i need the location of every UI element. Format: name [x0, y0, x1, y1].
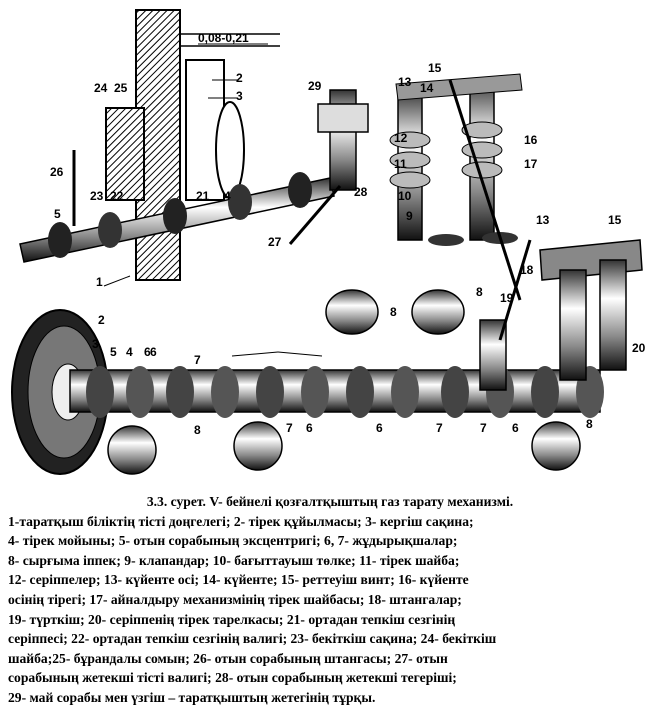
label: 25	[114, 81, 128, 95]
label: 4	[126, 345, 133, 359]
part-number-labels: 29 13 15 14 12 16 11 17 10 9 13 15 18 19…	[50, 61, 646, 437]
label: 8	[390, 305, 397, 319]
caption-line: 4- тірек мойыны; 5- отын сорабының эксце…	[8, 533, 458, 549]
label: 7	[194, 353, 201, 367]
oil-pump-drive	[288, 89, 369, 245]
label: 15	[428, 61, 442, 75]
caption-line: сорабының жетекші тісті валигі; 28- отын…	[8, 670, 457, 686]
label: 15	[608, 213, 622, 227]
label: 11	[394, 157, 407, 171]
label: 3	[236, 89, 243, 103]
label: 20	[632, 341, 646, 355]
label: 14	[420, 81, 434, 95]
mechanism-illustration: 0,08-0,21 29 13 15 14 12 16 11 17 10 9 1…	[11, 9, 646, 475]
label: 6	[376, 421, 383, 435]
label: 22	[110, 189, 124, 203]
label: 21	[196, 189, 210, 203]
label: 23	[90, 189, 104, 203]
caption-line: шайба;25- бұрандалы сомын; 26- отын сора…	[8, 650, 448, 666]
caption-line: 1-таратқыш біліктің тісті доңгелегі; 2- …	[8, 513, 474, 529]
caption-line: осінің тірегі; 17- айналдыру механизміні…	[8, 591, 462, 607]
leader-lines	[103, 43, 323, 357]
label: 2	[236, 71, 243, 85]
bushings	[107, 289, 581, 475]
label: 16	[524, 133, 538, 147]
caption-line: 19- түрткіш; 20- серіппенің тірек тарелк…	[8, 611, 456, 627]
label: 5	[110, 345, 117, 359]
label: 7	[436, 421, 443, 435]
label: 19	[500, 291, 514, 305]
label: 1	[96, 275, 103, 289]
caption-line: 8- сырғыма іппек; 9- клапандар; 10- бағы…	[8, 552, 460, 568]
label: 7	[286, 421, 293, 435]
figure-caption: 3.3. сурет. V- бейнелі қозғалтқыштың газ…	[8, 492, 652, 724]
label: 9	[406, 209, 413, 223]
label: 13	[536, 213, 550, 227]
label: 28	[354, 185, 368, 199]
label: 6	[150, 345, 157, 359]
label: 29	[308, 79, 322, 93]
lower-valve-assembly	[479, 239, 643, 391]
caption-line: 29- май сорабы мен үзгіш – таратқыштың ж…	[8, 689, 376, 705]
label: 8	[586, 417, 593, 431]
label: 12	[394, 131, 408, 145]
label: 2	[98, 313, 105, 327]
caption-line: 12- серіппелер; 13- күйенте осі; 14- күй…	[8, 572, 469, 588]
label: 5	[54, 207, 61, 221]
caption-title: 3.3. сурет. V- бейнелі қозғалтқыштың газ…	[146, 494, 514, 509]
label: 26	[50, 165, 64, 179]
lower-camshaft	[69, 366, 604, 418]
label: 24	[94, 81, 108, 95]
label: 8	[194, 423, 201, 437]
label: 17	[524, 157, 538, 171]
label: 3	[92, 337, 99, 351]
label: 8	[476, 285, 483, 299]
upper-camshaft	[19, 172, 335, 263]
lower-timing-gear	[11, 309, 109, 475]
label: 18	[520, 263, 534, 277]
label: 7	[480, 421, 487, 435]
dimension-label: 0,08-0,21	[198, 31, 249, 45]
label: 6	[306, 421, 313, 435]
label: 10	[398, 189, 412, 203]
caption-line: серіппесі; 22- ортадан тепкіш сезгінің в…	[8, 631, 497, 647]
upper-gear-section	[72, 9, 280, 281]
label: 4	[224, 189, 231, 203]
label: 6	[144, 345, 151, 359]
label: 27	[268, 235, 282, 249]
label: 13	[398, 75, 412, 89]
label: 6	[512, 421, 519, 435]
upper-valve-assembly	[389, 73, 523, 301]
